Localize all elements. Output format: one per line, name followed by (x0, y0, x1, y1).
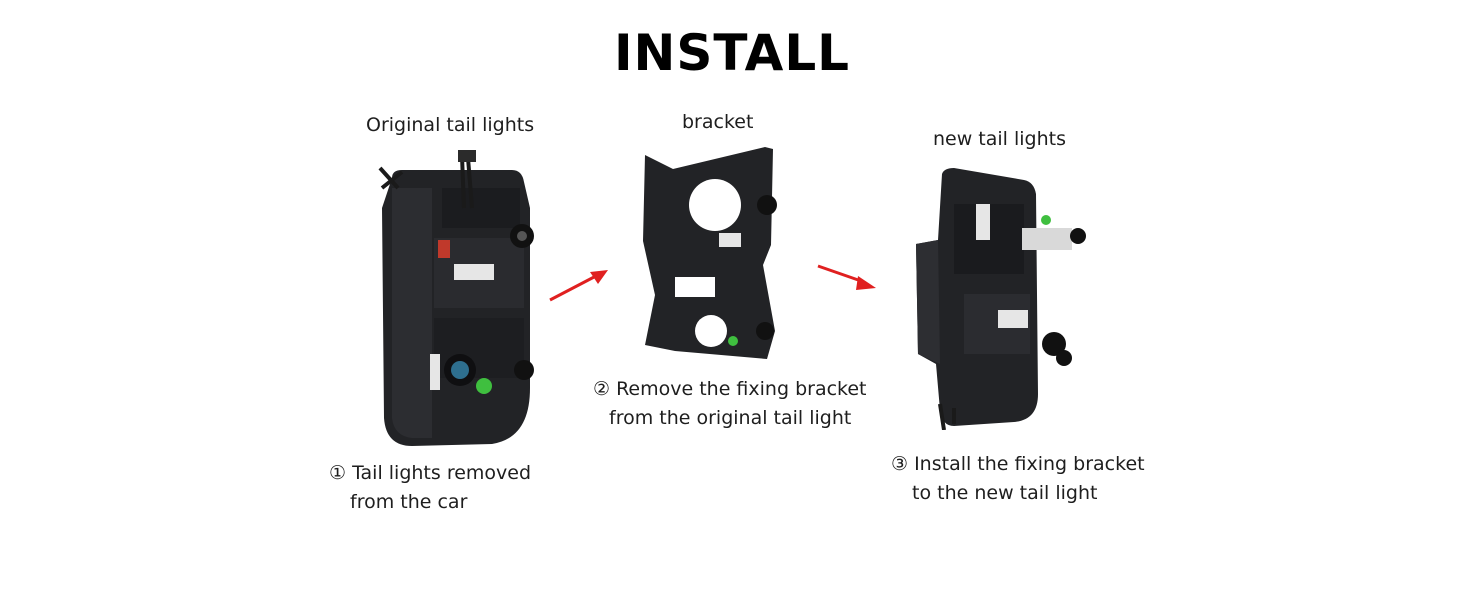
new-tail-light-image (914, 164, 1086, 430)
step-2-text: ② Remove the fixing bracket from the ori… (593, 375, 867, 433)
caption-bracket: bracket (682, 111, 754, 133)
step-3-text: ③ Install the fixing bracket to the new … (891, 450, 1145, 508)
page-title: INSTALL (613, 24, 851, 82)
step-1-line1: ① Tail lights removed (329, 462, 532, 484)
caption-new-tail-lights: new tail lights (933, 128, 1067, 150)
caption-original-tail-lights: Original tail lights (366, 114, 535, 136)
step-1-line2: from the car (350, 491, 468, 513)
step-2-line2: from the original tail light (609, 407, 852, 429)
step-1-text: ① Tail lights removed from the car (329, 459, 531, 517)
original-tail-light-image (372, 148, 547, 450)
step-3-line2: to the new tail light (912, 482, 1098, 504)
arrow-right-icon (814, 260, 880, 294)
bracket-image (635, 145, 781, 363)
step-2-line1: ② Remove the fixing bracket (593, 378, 867, 400)
step-3-line1: ③ Install the fixing bracket (891, 453, 1145, 475)
arrow-right-icon (546, 266, 612, 304)
